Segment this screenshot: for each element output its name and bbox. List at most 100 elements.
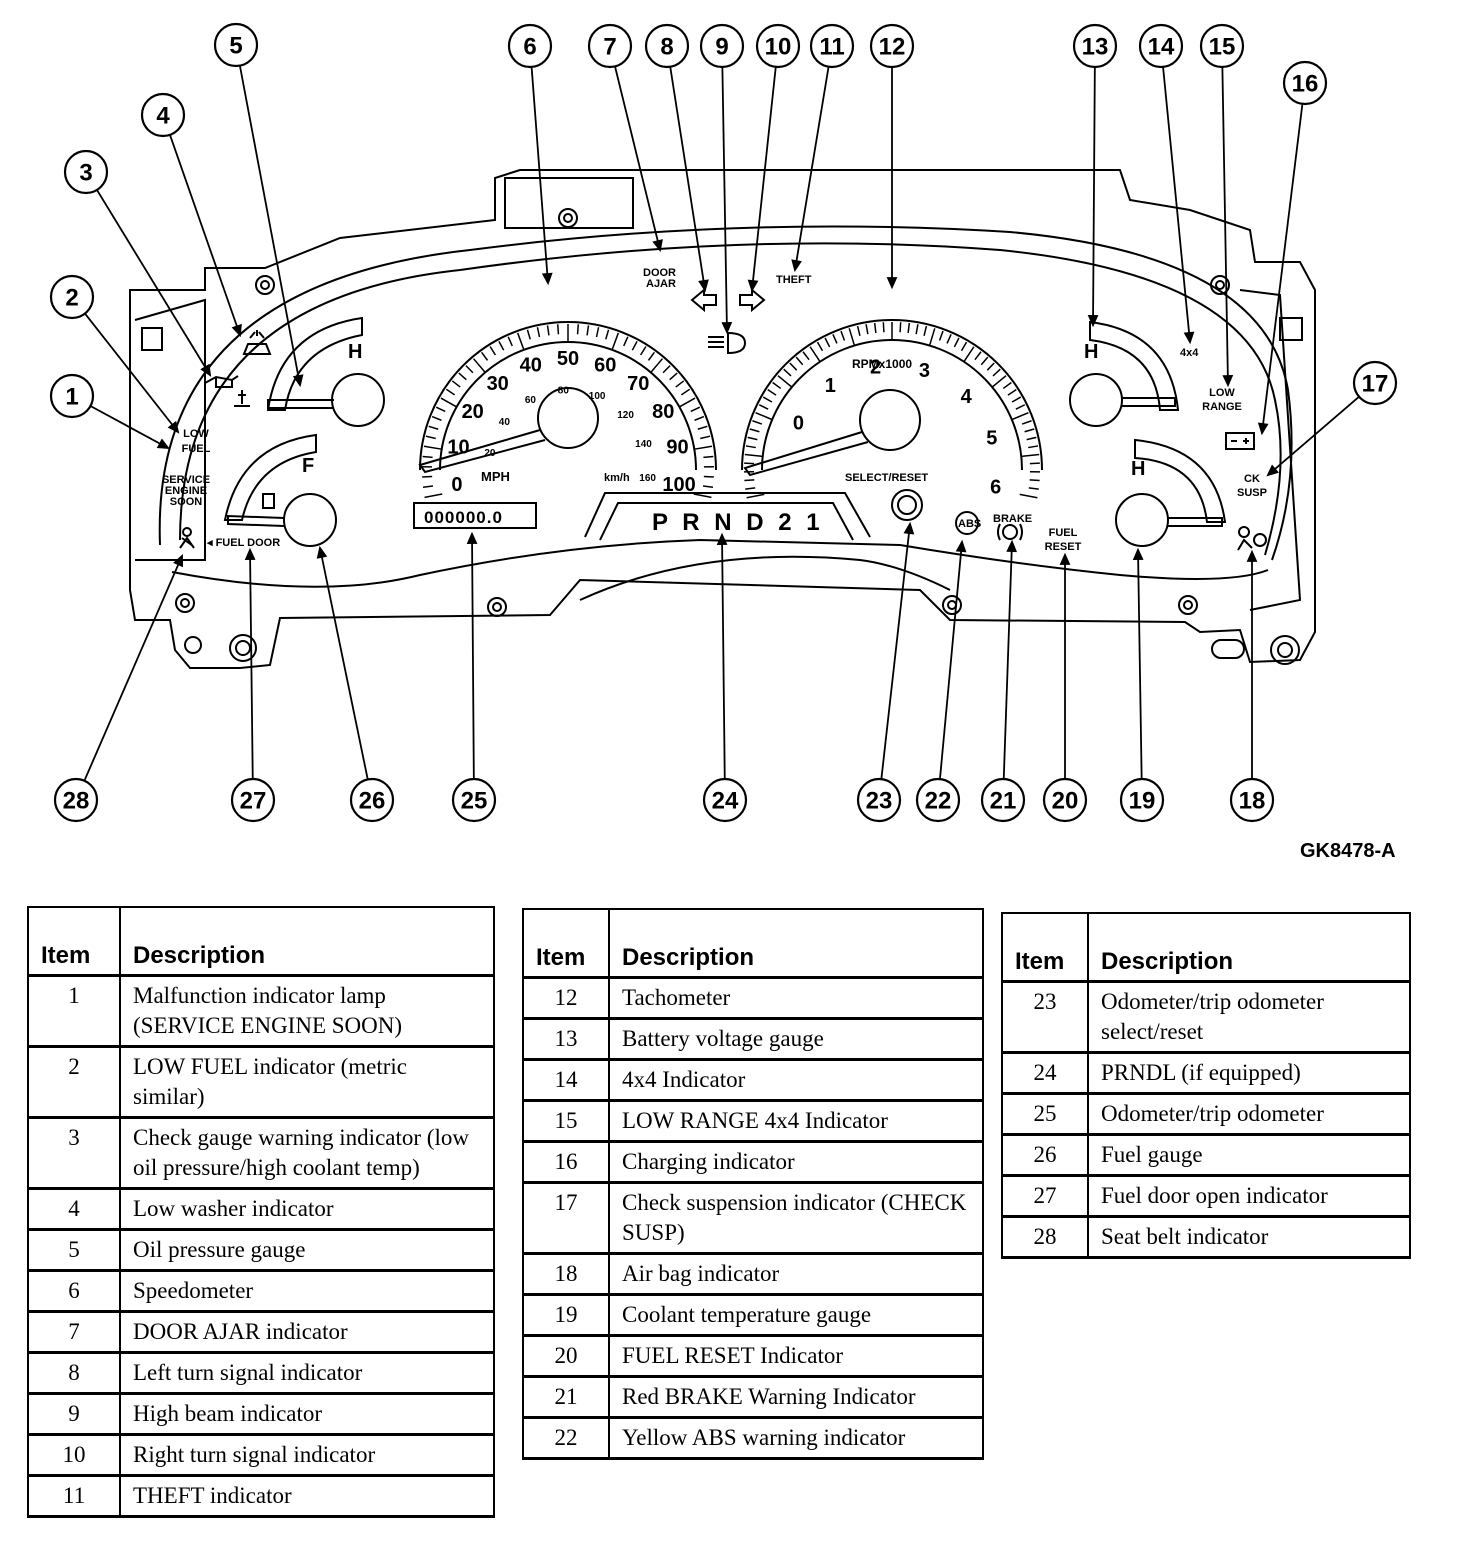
kmh-mark: 60 xyxy=(525,395,537,406)
oil-gauge-high-label: H xyxy=(348,341,362,363)
screw-icon xyxy=(255,275,275,295)
speed-mark: 70 xyxy=(627,373,649,395)
figure-id: GK8478-A xyxy=(1300,840,1396,862)
gauge-tick xyxy=(1007,389,1017,396)
gauge-tick xyxy=(873,322,877,334)
callout-leader-line xyxy=(84,312,179,433)
gauge-tick xyxy=(744,453,763,458)
column-header-description: Description xyxy=(1087,912,1411,983)
gauge-tick xyxy=(425,435,436,440)
item-number-cell: 5 xyxy=(27,1228,121,1272)
gauge-tick xyxy=(749,428,760,433)
speedometer-gauge xyxy=(418,321,717,499)
washer-icon xyxy=(242,330,272,355)
column-header-description: Description xyxy=(119,906,495,977)
callout-arrowhead xyxy=(292,374,304,388)
gauge-tick xyxy=(507,336,513,347)
gauge-tick xyxy=(424,493,443,499)
fuel-gauge xyxy=(223,433,337,547)
screw-icon xyxy=(558,208,578,228)
gauge-tick xyxy=(840,330,846,341)
gauge-tick xyxy=(556,324,560,335)
gauge-tick xyxy=(1021,453,1040,458)
callout-number: 18 xyxy=(1239,788,1266,815)
gauge-tick xyxy=(480,351,489,361)
item-number-cell: 14 xyxy=(522,1058,610,1102)
rpm-mark: 3 xyxy=(919,360,930,382)
tachometer-gauge xyxy=(741,319,1043,499)
gauge-tick xyxy=(865,324,869,335)
gauge-tick xyxy=(1028,487,1039,490)
gauge-tick xyxy=(526,329,531,340)
rpm-mark: 1 xyxy=(825,375,836,397)
callout-arrowhead xyxy=(903,521,915,535)
gauge-tick xyxy=(605,329,610,340)
gauge-tick xyxy=(639,346,647,356)
gauge-tick xyxy=(623,336,629,347)
gauge-tick xyxy=(647,351,656,361)
battery-gauge-high-label: H xyxy=(1084,341,1098,363)
prndl-display xyxy=(584,492,871,541)
gauge-tick xyxy=(816,341,824,352)
callout-arrowhead xyxy=(698,279,709,293)
speed-mark: 0 xyxy=(451,474,462,496)
rpm-mark: 4 xyxy=(961,386,973,408)
description-cell: Right turn signal indicator xyxy=(119,1433,495,1477)
battery-icon xyxy=(1225,432,1255,450)
description-cell: FUEL RESET Indicator xyxy=(608,1334,984,1378)
theft-label: THEFT xyxy=(776,274,812,286)
abs-icon xyxy=(955,511,979,535)
callout-arrowhead xyxy=(886,277,898,290)
callout-leader-line xyxy=(96,189,211,376)
description-cell: Low washer indicator xyxy=(119,1187,495,1231)
callout-leader-line xyxy=(721,534,726,780)
kmh-mark: 80 xyxy=(558,386,570,397)
callout-arrowhead xyxy=(167,420,180,434)
callout-circle xyxy=(230,777,276,823)
fuel-pump-icon xyxy=(262,493,275,509)
description-cell: Check suspension indicator (CHECK SUSP) xyxy=(608,1181,984,1255)
callout-leader-line xyxy=(721,66,728,333)
gauge-tick xyxy=(1028,445,1039,449)
gauge-tick xyxy=(680,388,691,396)
description-cell: Left turn signal indicator xyxy=(119,1351,495,1395)
description-cell: Battery voltage gauge xyxy=(608,1017,984,1061)
callout-leader-line xyxy=(880,523,911,780)
screw-icon xyxy=(1178,595,1198,615)
gauge-tick xyxy=(986,362,995,371)
gauge-tick xyxy=(423,445,442,450)
description-cell: Speedometer xyxy=(119,1269,495,1313)
callout-arrowhead xyxy=(1132,547,1144,560)
gauge-tick xyxy=(631,341,638,351)
callout-arrowhead xyxy=(1087,315,1099,328)
callout-number: 2 xyxy=(65,285,78,312)
gauge-tick xyxy=(992,368,1001,377)
gauge-tick xyxy=(422,485,434,488)
callout-circle xyxy=(1119,777,1165,823)
gauge-tick xyxy=(752,420,763,425)
item-number-cell: 16 xyxy=(522,1140,610,1184)
callout-number: 9 xyxy=(715,34,728,61)
item-number-cell: 17 xyxy=(522,1181,610,1255)
select-reset-button[interactable] xyxy=(891,489,923,521)
gauge-tick xyxy=(662,365,671,374)
column-header-item: Item xyxy=(27,906,121,977)
gauge-tick xyxy=(458,372,467,381)
description-cell: PRNDL (if equipped) xyxy=(1087,1051,1411,1095)
gauge-tick xyxy=(697,425,708,430)
